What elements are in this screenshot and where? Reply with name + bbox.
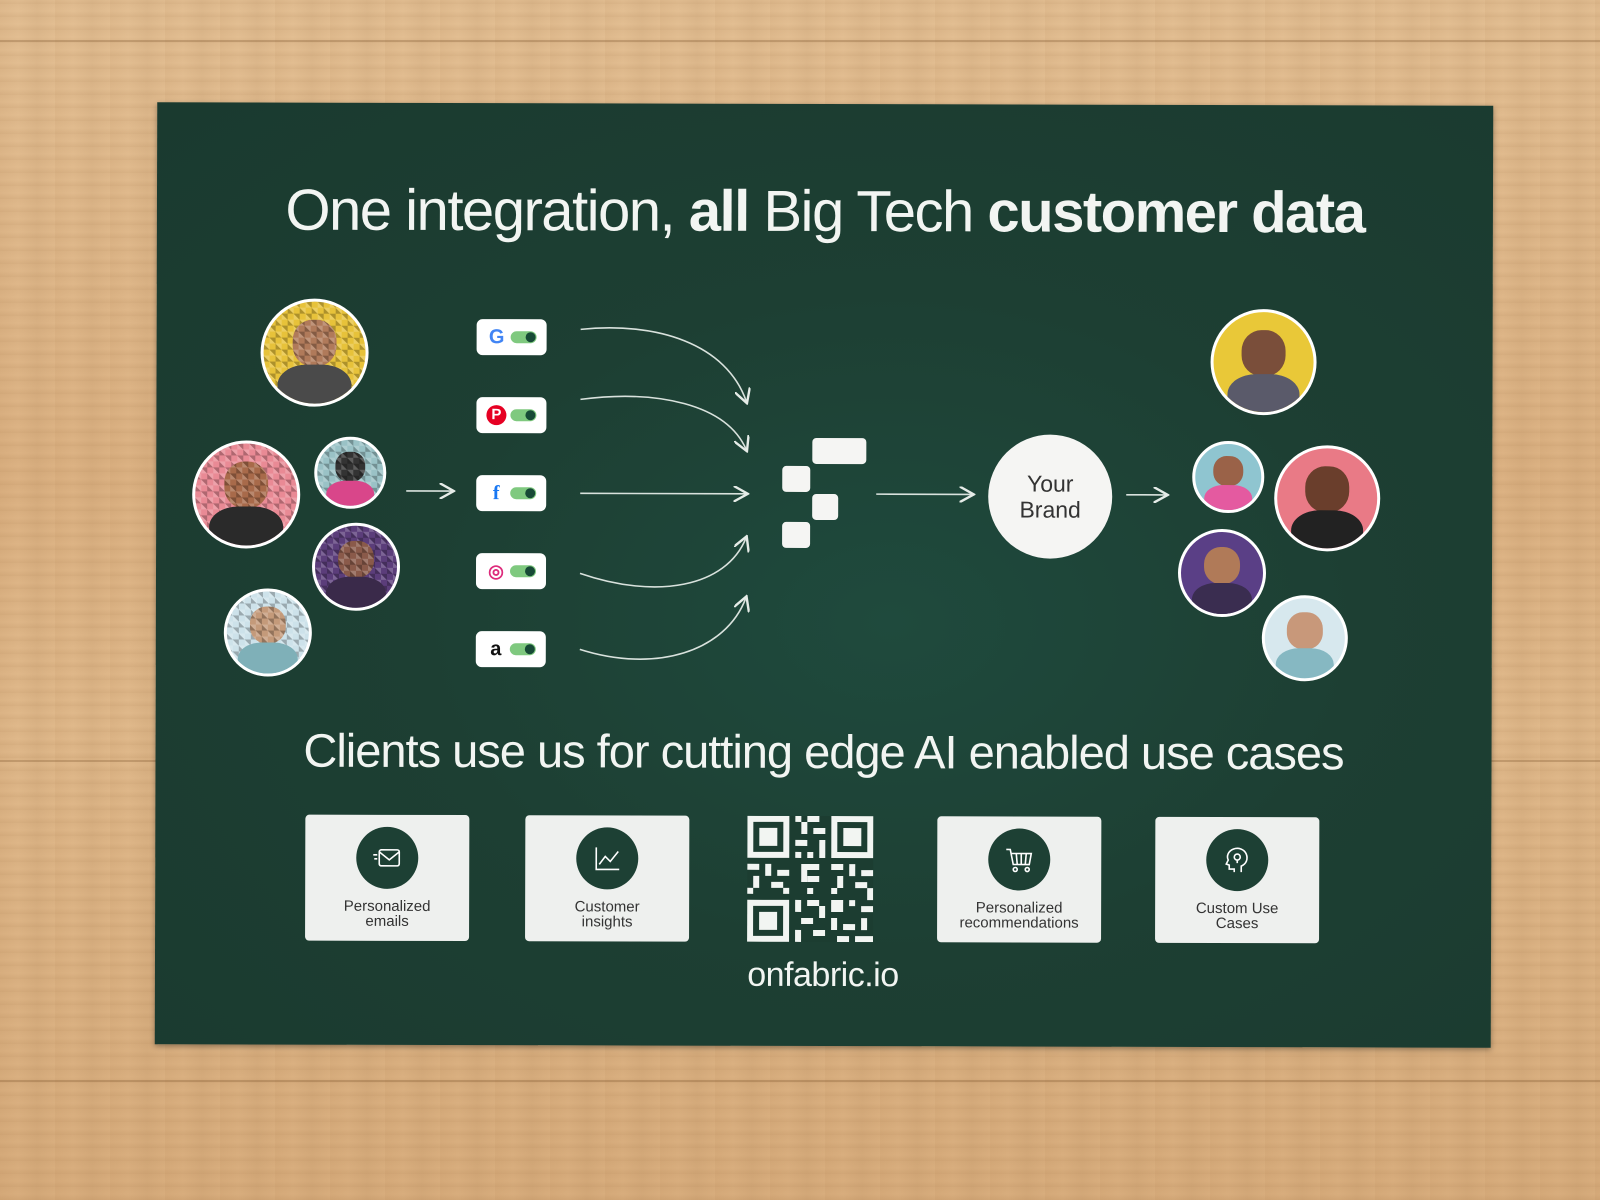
- your-brand-circle: Your Brand: [988, 434, 1113, 559]
- postcard: One integration, all Big Tech customer d…: [154, 102, 1494, 1048]
- google-icon: G: [488, 326, 505, 349]
- chart-icon: [595, 847, 620, 871]
- source-instagram: ◎: [475, 553, 547, 590]
- instagram-icon: ◎: [488, 561, 504, 582]
- qr-code: [747, 815, 874, 943]
- toggle-on-icon: [510, 487, 537, 500]
- wood-plank-seam: [0, 40, 1600, 42]
- cart-icon: [1006, 848, 1033, 873]
- curve-instagram: [579, 537, 746, 588]
- avatar-customer: [1177, 528, 1267, 618]
- facebook-icon: f: [492, 482, 500, 505]
- toggle-on-icon: [510, 331, 537, 344]
- curve-pinterest: [580, 395, 746, 449]
- website-url: onfabric.io: [747, 955, 899, 995]
- toggle-on-icon: [510, 409, 537, 422]
- source-google: G: [476, 319, 547, 356]
- curve-google: [580, 327, 746, 402]
- brand-line1: Your: [1026, 470, 1074, 497]
- avatar-customer: [1192, 440, 1265, 514]
- wood-plank-seam: [0, 1080, 1600, 1082]
- avatar-customer: [1274, 445, 1381, 552]
- onfabric-logo-icon: [782, 437, 867, 548]
- curve-amazon: [579, 597, 746, 660]
- subheadline: Clients use us for cutting edge AI enabl…: [303, 723, 1344, 780]
- source-amazon: a: [475, 631, 546, 668]
- avatar-customer: [1261, 595, 1348, 682]
- brain-icon: [1225, 847, 1248, 873]
- amazon-icon: a: [490, 638, 502, 661]
- pinterest-icon: P: [486, 405, 507, 426]
- toggle-on-icon: [509, 565, 537, 578]
- brand-line2: Brand: [1019, 496, 1081, 523]
- toggle-on-icon: [509, 643, 536, 656]
- email-icon: [373, 849, 401, 867]
- flow-lines: [406, 327, 1494, 660]
- avatar-customer: [1210, 309, 1317, 416]
- source-facebook: f: [476, 475, 547, 512]
- source-pinterest: P: [476, 397, 547, 434]
